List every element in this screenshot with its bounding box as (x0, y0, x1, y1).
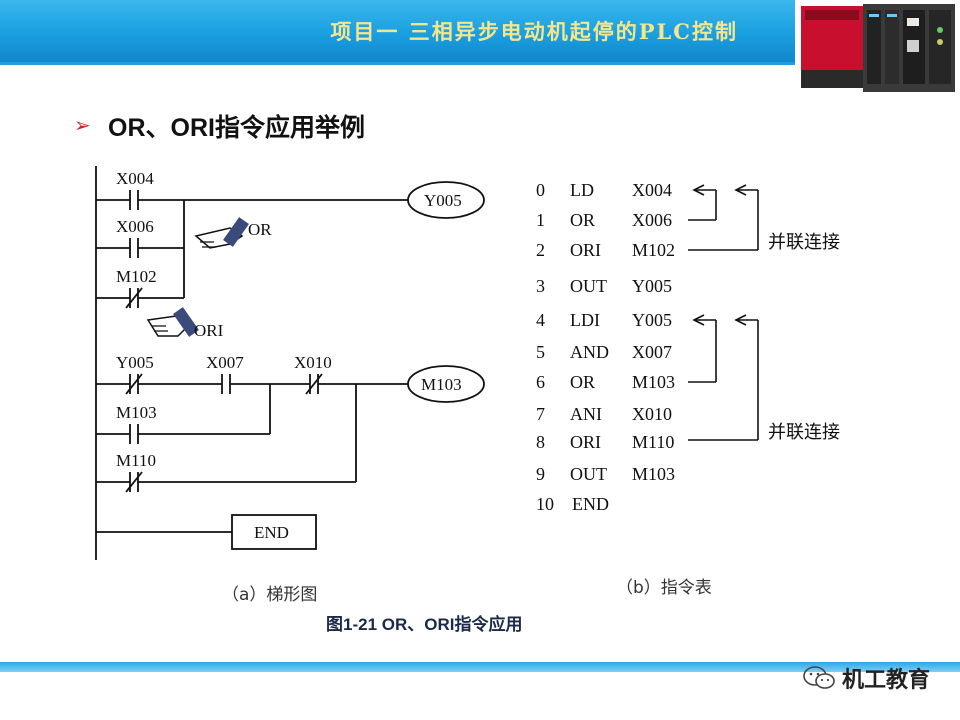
bracket-label: 并联连接 (768, 232, 840, 253)
contact-label: X010 (294, 353, 332, 372)
step-number: 9 (536, 464, 545, 484)
step-number: 7 (536, 404, 545, 424)
step-number: 8 (536, 432, 545, 452)
contact-label: X006 (116, 217, 154, 236)
contact-label: M103 (116, 403, 157, 422)
ori-pointer-label: ORI (194, 321, 224, 340)
operand: M102 (632, 240, 675, 260)
opcode: OR (570, 210, 595, 230)
coil-label: Y005 (424, 191, 462, 210)
section-title: OR、ORI指令应用举例 (108, 114, 365, 142)
parallel-bracket (688, 314, 759, 441)
pointing-hand-icon (194, 217, 249, 249)
step-number: 2 (536, 240, 545, 260)
opcode: LDI (570, 310, 600, 330)
opcode: OUT (570, 464, 607, 484)
contact-label: Y005 (116, 353, 154, 372)
caption-ladder: （a）梯形图 (222, 585, 318, 605)
wechat-icon (803, 666, 835, 689)
instruction-list: 0 LD X004 1 OR X006 2 ORI M102 3 OUT Y00… (536, 180, 840, 514)
header-divider (0, 62, 960, 65)
parallel-bracket (688, 184, 759, 251)
coil-label: M103 (421, 375, 462, 394)
operand: X006 (632, 210, 672, 230)
caption-instruction-list: （b）指令表 (616, 578, 712, 598)
footer-band (0, 662, 960, 672)
header-title: 项目一 三相异步电动机起停的PLC控制 (330, 19, 738, 44)
contact-label: X007 (206, 353, 244, 372)
step-number: 0 (536, 180, 545, 200)
step-number: 1 (536, 210, 545, 230)
end-label: END (254, 523, 289, 542)
step-number: 4 (536, 310, 545, 330)
wechat-watermark: 机工教育 (802, 664, 930, 693)
or-pointer-label: OR (248, 220, 272, 239)
opcode: LD (570, 180, 594, 200)
operand: X010 (632, 404, 672, 424)
operand: X007 (632, 342, 672, 362)
operand: M103 (632, 464, 675, 484)
opcode: ORI (570, 432, 601, 452)
contact-label: M110 (116, 451, 156, 470)
plc-hardware-image (795, 0, 960, 100)
step-number: 10 (536, 494, 554, 514)
ladder-diagram: X004 X006 M102 Y005 X007 X010 M103 M110 … (95, 166, 485, 560)
operand: Y005 (632, 276, 672, 296)
operand: Y005 (632, 310, 672, 330)
opcode: END (572, 494, 609, 514)
operand: M110 (632, 432, 674, 452)
opcode: OR (570, 372, 595, 392)
opcode: ANI (570, 404, 602, 424)
figure-caption: 图1-21 OR、ORI指令应用 (326, 615, 523, 634)
contact-label: X004 (116, 169, 154, 188)
arrow-bullet-icon: ➢ (74, 113, 91, 137)
contact-label: M102 (116, 267, 157, 286)
opcode: OUT (570, 276, 607, 296)
step-number: 3 (536, 276, 545, 296)
operand: M103 (632, 372, 675, 392)
step-number: 5 (536, 342, 545, 362)
bracket-label: 并联连接 (768, 422, 840, 443)
step-number: 6 (536, 372, 545, 392)
operand: X004 (632, 180, 672, 200)
opcode: ORI (570, 240, 601, 260)
opcode: AND (570, 342, 609, 362)
pointing-hand-icon (146, 307, 199, 337)
brand-name: 机工教育 (841, 668, 930, 693)
